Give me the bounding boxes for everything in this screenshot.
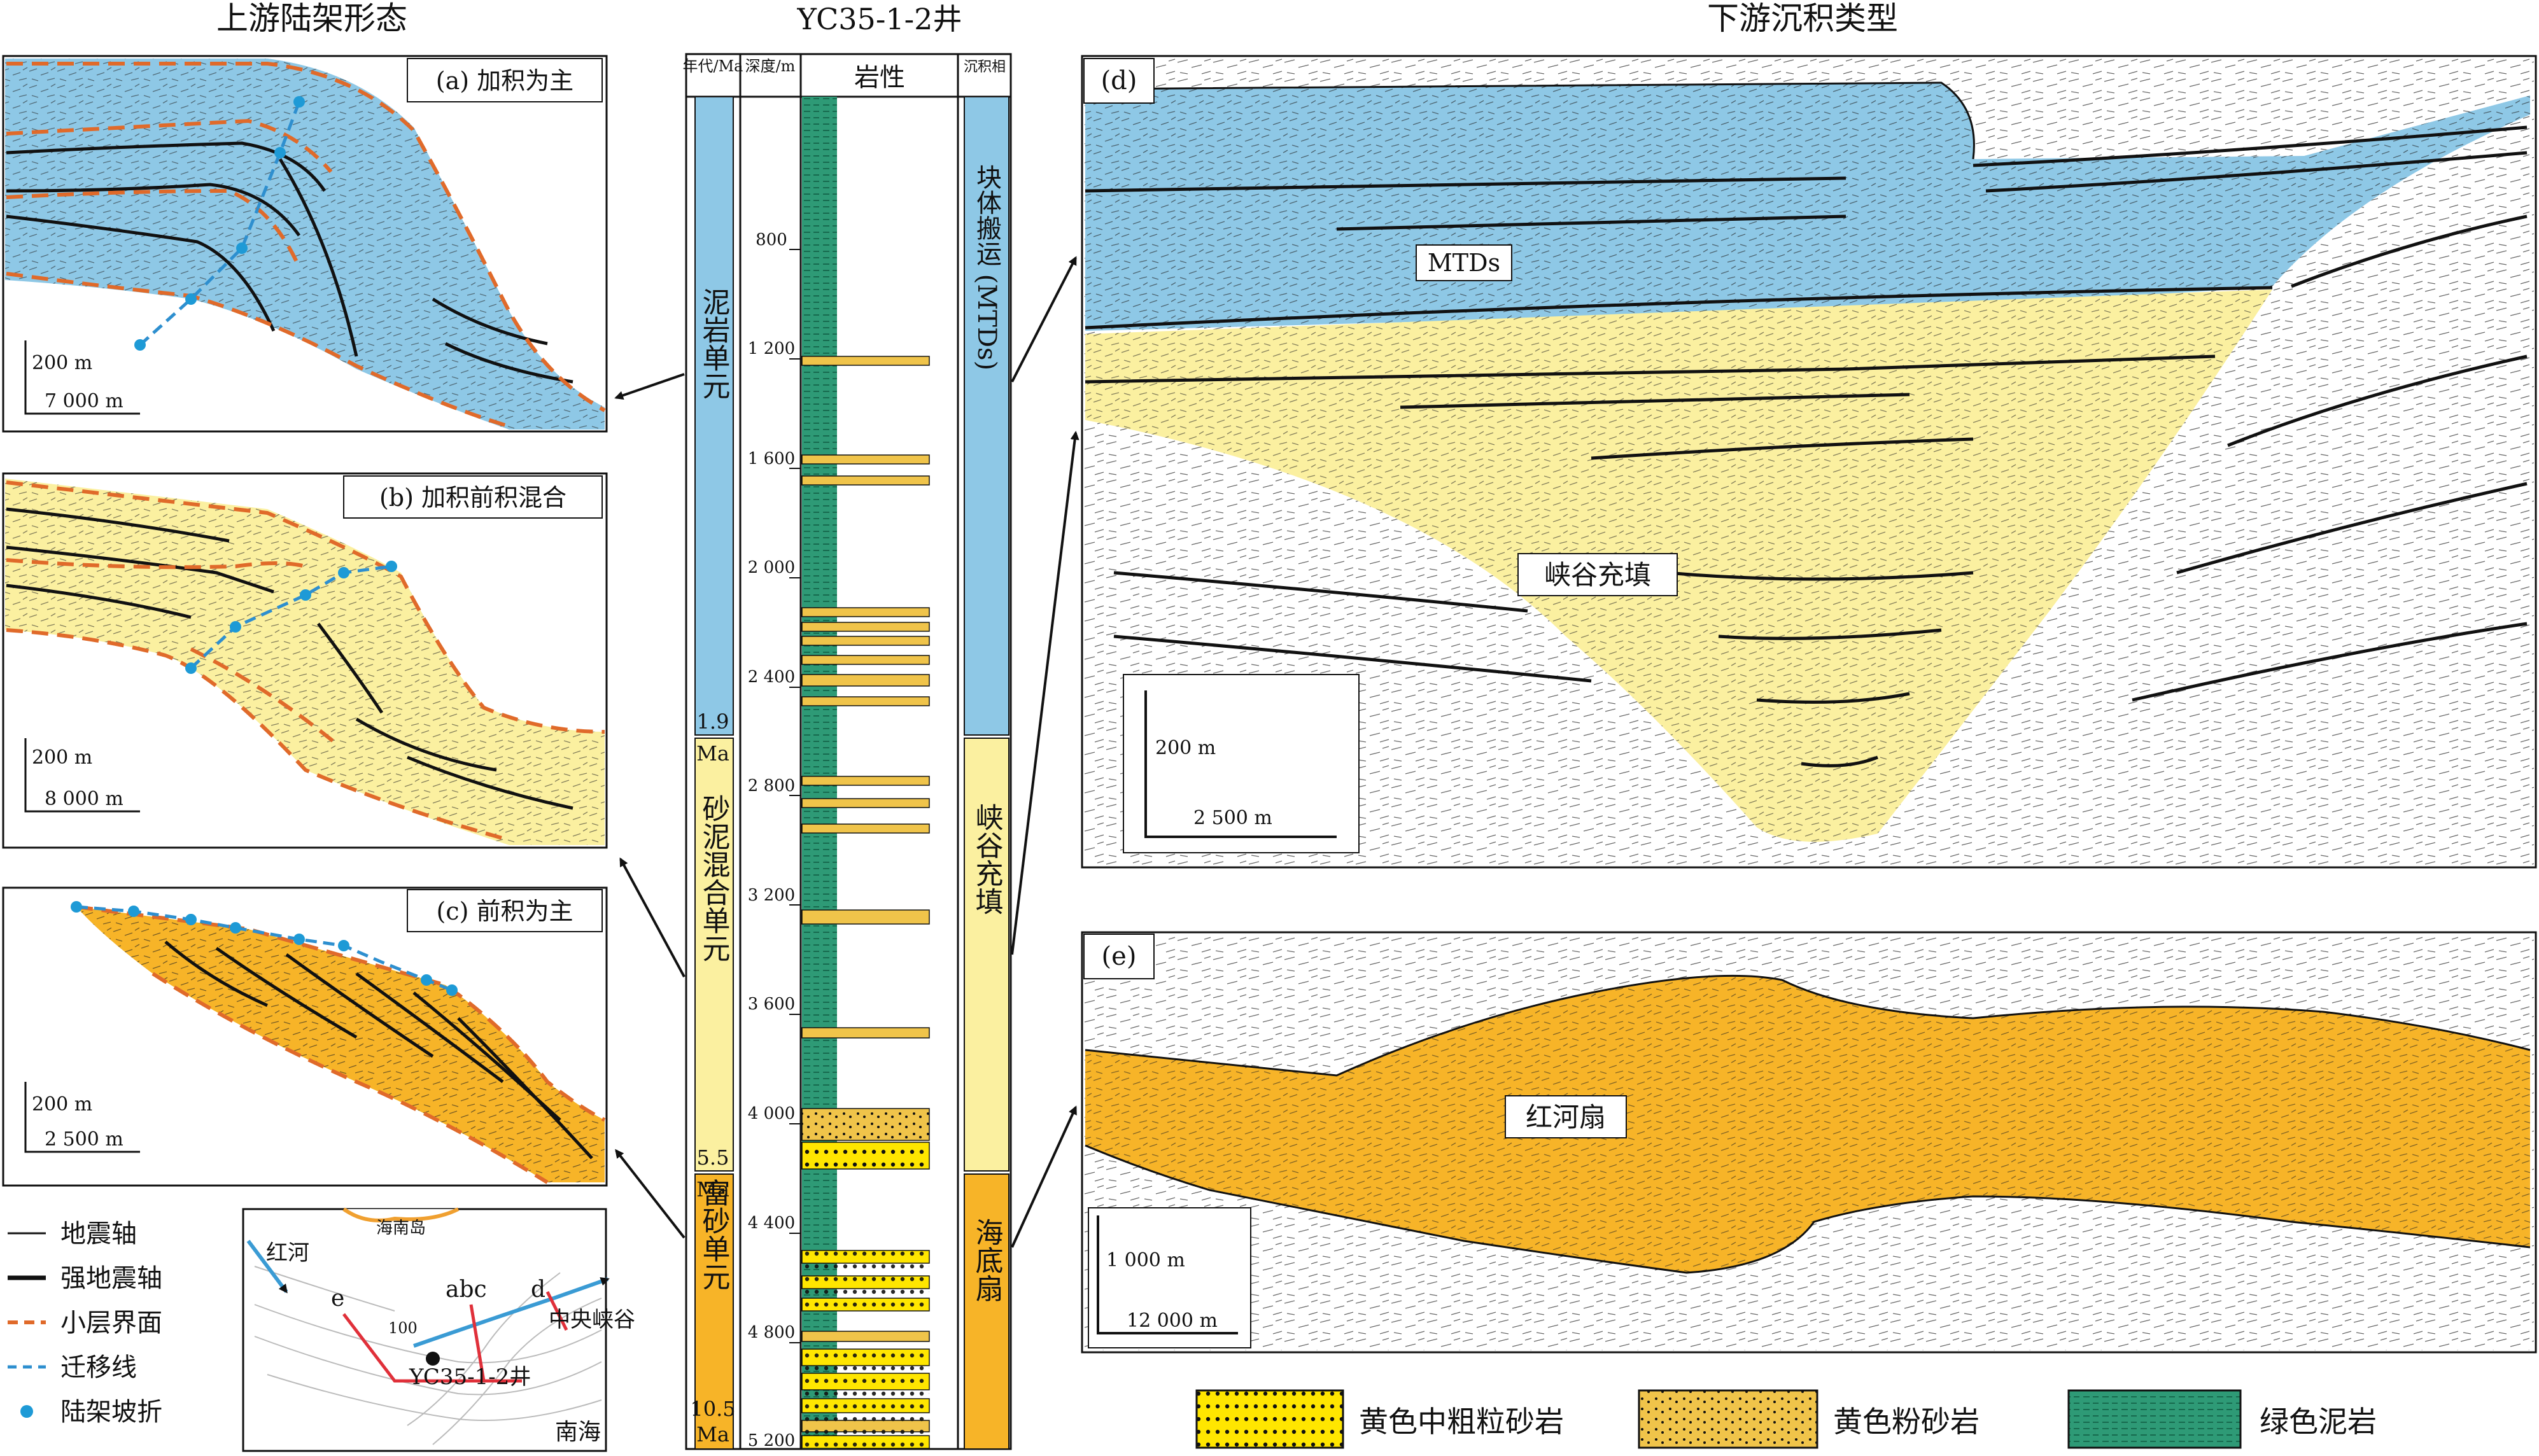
inset-map: 海南岛 红河 e abc d 100 中央峡谷 YC35-1-2井 南海 bbox=[242, 1207, 635, 1452]
map-hainan: 海南岛 bbox=[376, 1219, 426, 1238]
depth-1200: 1 200 bbox=[748, 339, 795, 358]
unit-bottom-age-1: 5.5 bbox=[697, 1145, 729, 1170]
facies-canyon bbox=[964, 738, 1009, 1172]
legend-bottom: 黄色中粗粒砂岩 黄色粉砂岩 绿色泥岩 bbox=[1195, 1389, 2377, 1449]
unit-mudstone-age bbox=[694, 96, 734, 736]
panel-b-label: (b) 加积前积混合 bbox=[379, 484, 566, 512]
legend-label-4: 陆架坡折 bbox=[60, 1397, 162, 1427]
depth-4800: 4 800 bbox=[748, 1323, 795, 1342]
unit-mixed-age bbox=[694, 738, 734, 1172]
unit-name-1: 砂泥混合单元 bbox=[698, 794, 730, 962]
connector-arrows bbox=[614, 256, 1080, 1248]
depth-3600: 3 600 bbox=[748, 995, 795, 1014]
panel-a-scale-v: 200 m bbox=[32, 352, 92, 374]
panel-c-scale-v: 200 m bbox=[32, 1093, 92, 1116]
lith-mudstone-strip bbox=[802, 97, 837, 1449]
unit-sand-age bbox=[694, 1173, 734, 1450]
unit-bottom-age-2: 10.5 bbox=[690, 1397, 735, 1421]
legend-bottom-label-2: 绿色泥岩 bbox=[2260, 1404, 2377, 1439]
depth-800: 800 bbox=[756, 230, 787, 249]
unit-bottom-ma: Ma bbox=[696, 1422, 729, 1446]
depth-4000: 4 000 bbox=[748, 1104, 795, 1123]
panel-d-fill-label: 峡谷充填 bbox=[1544, 559, 1651, 591]
facies-label-0: 块体搬运 (MTDs) bbox=[972, 164, 1001, 370]
panel-b: (b) 加积前积混合 200 m 8 000 m bbox=[2, 472, 608, 849]
legend-blue-dot bbox=[20, 1405, 33, 1418]
header-upstream: 上游陆架形态 bbox=[216, 0, 407, 37]
unit-bottom-age-0: 1.9 bbox=[697, 710, 729, 734]
column-header-lith: 岩性 bbox=[854, 63, 905, 92]
depth-axis: 800 1 200 1 600 2 000 2 400 2 800 3 200 … bbox=[748, 230, 801, 1450]
legend-bottom-label-1: 黄色粉砂岩 bbox=[1833, 1404, 1980, 1439]
panel-d-scale-h: 2 500 m bbox=[1193, 807, 1272, 829]
legend-label-1: 强地震轴 bbox=[60, 1264, 162, 1293]
panel-d-scale-v: 200 m bbox=[1155, 737, 1216, 759]
legend-label-2: 小层界面 bbox=[60, 1308, 162, 1338]
depth-2400: 2 400 bbox=[748, 668, 795, 687]
panel-c-scale-h: 2 500 m bbox=[45, 1128, 123, 1151]
column-header-depth: 深度/m bbox=[745, 57, 796, 75]
facies-fan bbox=[964, 1173, 1009, 1450]
stratigraphic-column: 年代/Ma 深度/m 岩性 沉积相 bbox=[683, 53, 1012, 1450]
legend-bottom-label-0: 黄色中粗粒砂岩 bbox=[1359, 1404, 1564, 1439]
map-label-e: e bbox=[331, 1285, 344, 1312]
depth-5200: 5 200 bbox=[748, 1431, 795, 1450]
facies-label-1: 峡谷充填 bbox=[971, 803, 1003, 915]
map-well-marker bbox=[426, 1352, 440, 1366]
map-label-abc: abc bbox=[446, 1277, 487, 1303]
panel-d: (d) MTDs 峡谷充填 200 m 2 500 m bbox=[1081, 55, 2537, 869]
map-honghe: 红河 bbox=[266, 1240, 309, 1266]
panel-c-label: (c) 前积为主 bbox=[436, 897, 573, 925]
legend-label-0: 地震轴 bbox=[60, 1219, 137, 1249]
facies-label-2: 海底扇 bbox=[971, 1218, 1003, 1302]
facies-mtds bbox=[964, 96, 1009, 736]
column-header-facies: 沉积相 bbox=[964, 59, 1006, 75]
panel-e-label: (e) bbox=[1102, 942, 1137, 971]
panel-a: (a) 加积为主 200 m 7 000 m bbox=[2, 55, 608, 433]
panel-e-fan-label: 红河扇 bbox=[1526, 1102, 1606, 1133]
map-sea: 南海 bbox=[555, 1419, 601, 1445]
panel-d-label: (d) bbox=[1101, 66, 1137, 95]
legend-mud-swatch bbox=[2067, 1389, 2242, 1449]
panel-d-mtds-label: MTDs bbox=[1428, 249, 1500, 277]
panel-c: (c) 前积为主 200 m 2 500 m bbox=[2, 886, 608, 1187]
unit-name-2: 富砂单元 bbox=[698, 1179, 730, 1291]
panel-e: (e) 红河扇 1 000 m 12 000 m bbox=[1081, 931, 2537, 1354]
depth-2800: 2 800 bbox=[748, 776, 795, 795]
panel-b-scale-h: 8 000 m bbox=[45, 788, 123, 810]
panel-e-scale-h: 12 000 m bbox=[1127, 1310, 1218, 1332]
panel-a-scale-h: 7 000 m bbox=[45, 390, 123, 412]
panel-b-scale-v: 200 m bbox=[32, 746, 92, 769]
map-contour-label: 100 bbox=[388, 1319, 418, 1337]
depth-3200: 3 200 bbox=[748, 886, 795, 905]
map-canyon: 中央峡谷 bbox=[549, 1307, 635, 1333]
map-label-d: d bbox=[531, 1277, 545, 1303]
map-well-label: YC35-1-2井 bbox=[409, 1364, 531, 1390]
panel-e-scale-v: 1 000 m bbox=[1106, 1249, 1185, 1271]
header-well: YC35-1-2井 bbox=[797, 2, 962, 36]
column-header-age: 年代/Ma bbox=[683, 57, 743, 75]
header-downstream: 下游沉积类型 bbox=[1707, 0, 1898, 37]
unit-name-0: 泥岩单元 bbox=[698, 288, 730, 400]
legend-left: 地震轴 强地震轴 小层界面 迁移线 陆架坡折 bbox=[8, 1219, 162, 1427]
legend-label-3: 迁移线 bbox=[60, 1353, 137, 1382]
unit-top-age-2: Ma bbox=[696, 1177, 729, 1201]
depth-1600: 1 600 bbox=[748, 449, 795, 468]
panel-a-label: (a) 加积为主 bbox=[436, 67, 573, 95]
depth-2000: 2 000 bbox=[748, 558, 795, 577]
unit-top-age-1: Ma bbox=[696, 741, 729, 766]
depth-4400: 4 400 bbox=[748, 1214, 795, 1233]
